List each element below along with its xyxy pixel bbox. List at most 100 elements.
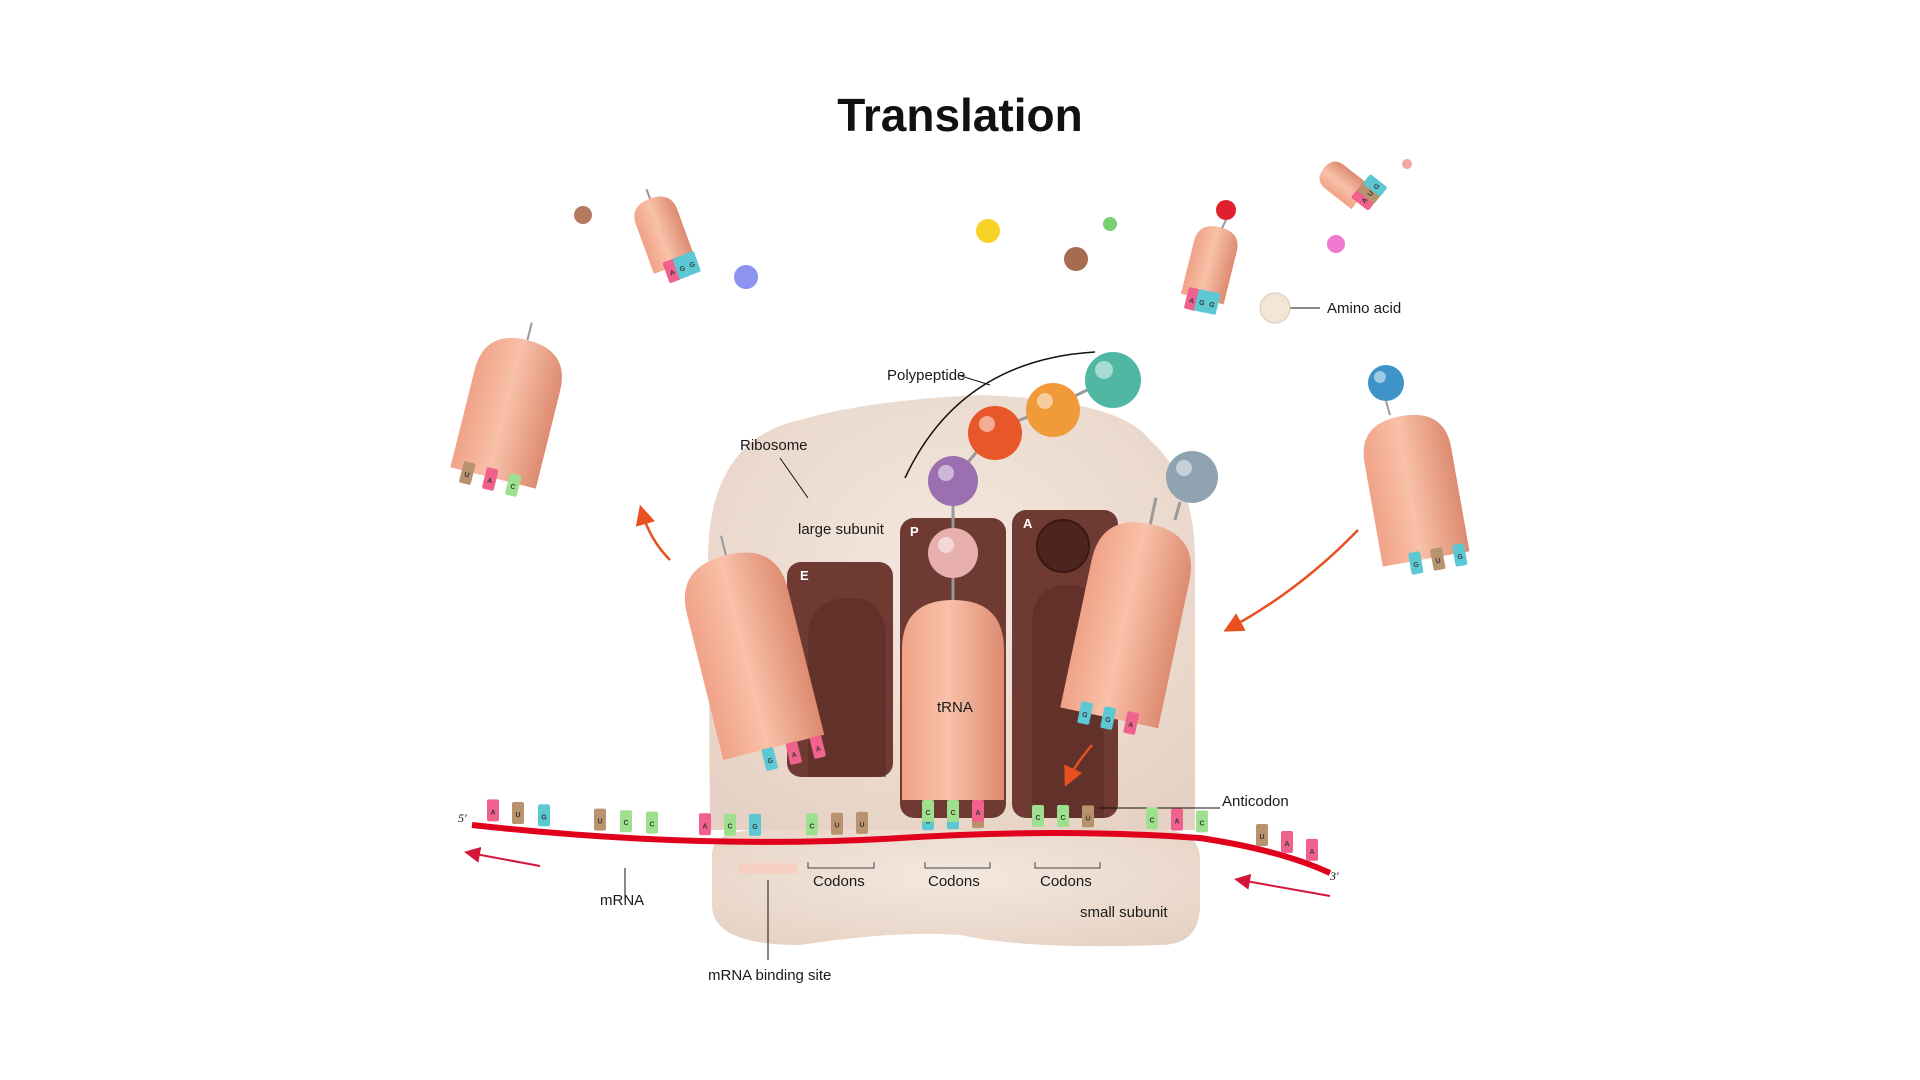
three-prime-label: 3′ [1329, 869, 1339, 883]
anticodon-base: G [1363, 174, 1387, 197]
svg-text:G: G [541, 814, 547, 821]
codons-label: Codons [1040, 873, 1092, 890]
svg-text:A: A [1188, 297, 1195, 305]
svg-text:A: A [490, 809, 495, 816]
exiting-trna [684, 535, 825, 760]
anticodon-base: G [1408, 551, 1424, 575]
mrna-base: C [620, 810, 632, 833]
trna-exit-arrow [635, 504, 671, 561]
amino-acid [1103, 217, 1117, 231]
svg-text:A: A [1361, 197, 1370, 205]
anticodon-base: A [1123, 711, 1139, 735]
mrna-strand [471, 822, 1332, 876]
amino-acid-a-site [1166, 451, 1218, 503]
svg-text:G: G [1198, 299, 1206, 307]
mrna-base: U [594, 808, 606, 831]
mrna-base: C [1032, 805, 1044, 828]
free-trna-small-2 [1180, 226, 1238, 305]
svg-text:C: C [925, 810, 930, 817]
anticodon-base: A [482, 467, 499, 491]
anticodon-base: G [682, 251, 701, 275]
anticodon-label: Anticodon [1222, 793, 1289, 810]
mrna-base: U [1082, 805, 1094, 828]
amino-acid [1327, 235, 1345, 253]
svg-text:A: A [486, 477, 493, 485]
a-site-trna [1060, 497, 1191, 729]
diagram-title: Translation [837, 89, 1083, 141]
anticodon-base: C [922, 800, 934, 822]
svg-text:A: A [1309, 849, 1314, 856]
svg-text:C: C [623, 820, 628, 827]
mrna-direction-arrow-right [1234, 873, 1331, 897]
codons-label: Codons [813, 873, 865, 890]
polypeptide-label: Polypeptide [887, 367, 965, 384]
codons-label: Codons [928, 873, 980, 890]
amino-acid-example [1259, 292, 1291, 324]
mrna-binding-site [738, 863, 798, 874]
anticodon-base: A [809, 735, 826, 759]
polypeptide-chain [928, 352, 1141, 578]
svg-text:G: G [1413, 561, 1420, 569]
svg-text:U: U [834, 823, 839, 830]
svg-text:C: C [727, 824, 732, 831]
svg-text:U: U [597, 819, 602, 826]
anticodon-base: G [1077, 701, 1093, 725]
ribosome-label: Ribosome [740, 437, 808, 454]
svg-text:G: G [1081, 711, 1088, 719]
svg-text:C: C [1149, 817, 1154, 824]
svg-text:C: C [509, 483, 516, 491]
mrna-base: C [646, 811, 658, 834]
a-site-label: A [1023, 516, 1033, 531]
e-site-label: E [800, 568, 809, 583]
p-site-trna [902, 578, 1004, 800]
amino-acid [1402, 159, 1412, 169]
svg-text:C: C [1035, 815, 1040, 822]
anticodon-base: U [459, 461, 476, 485]
svg-text:A: A [791, 751, 798, 759]
mrna-base: A [1171, 808, 1183, 831]
anticodon-base: G [761, 747, 778, 771]
svg-text:A: A [1127, 722, 1133, 730]
mrna-base: A [1306, 838, 1318, 861]
mrna-base: U [856, 811, 868, 834]
mrna-base: A [487, 799, 499, 822]
svg-text:A: A [815, 745, 822, 753]
small-subunit-label: small subunit [1080, 904, 1168, 921]
svg-text:G: G [679, 265, 687, 274]
mrna-base: A [1281, 830, 1293, 853]
amino-acid-right [1368, 365, 1404, 401]
svg-text:G: G [767, 757, 775, 765]
mrna-base: U [512, 801, 524, 824]
ribosome-small-subunit [712, 830, 1200, 947]
svg-text:G: G [689, 261, 697, 270]
mrna-base: G [538, 804, 550, 827]
svg-text:C: C [1199, 820, 1204, 827]
svg-text:A: A [1174, 819, 1179, 826]
mrna-base: C [1146, 807, 1158, 830]
svg-text:C: C [1060, 815, 1065, 822]
mrna-base: C [724, 813, 736, 836]
anticodon-base: A [972, 800, 984, 822]
svg-text:C: C [809, 823, 814, 830]
mrna-binding-site-label: mRNA binding site [708, 967, 831, 984]
svg-text:A: A [975, 810, 980, 817]
svg-text:U: U [859, 822, 864, 829]
mrna-label: mRNA [600, 892, 644, 909]
mrna-base: U [831, 812, 843, 835]
mrna-base: C [1196, 810, 1208, 833]
svg-text:G: G [752, 824, 758, 831]
free-trna-small-1 [634, 188, 696, 274]
trna-entry-arrow [1223, 529, 1359, 632]
mrna-base: C [806, 813, 818, 836]
anticodon-base: A [662, 259, 681, 283]
svg-text:A: A [669, 269, 676, 277]
five-prime-label: 5′ [458, 811, 467, 825]
svg-text:U: U [515, 812, 520, 819]
anticodon-base: C [947, 800, 959, 822]
amino-acid [574, 206, 592, 224]
anticodon-base: G [1452, 543, 1468, 567]
svg-text:G: G [1104, 716, 1111, 724]
anticodon-base: A [1351, 188, 1375, 211]
free-trna-left [450, 322, 562, 489]
